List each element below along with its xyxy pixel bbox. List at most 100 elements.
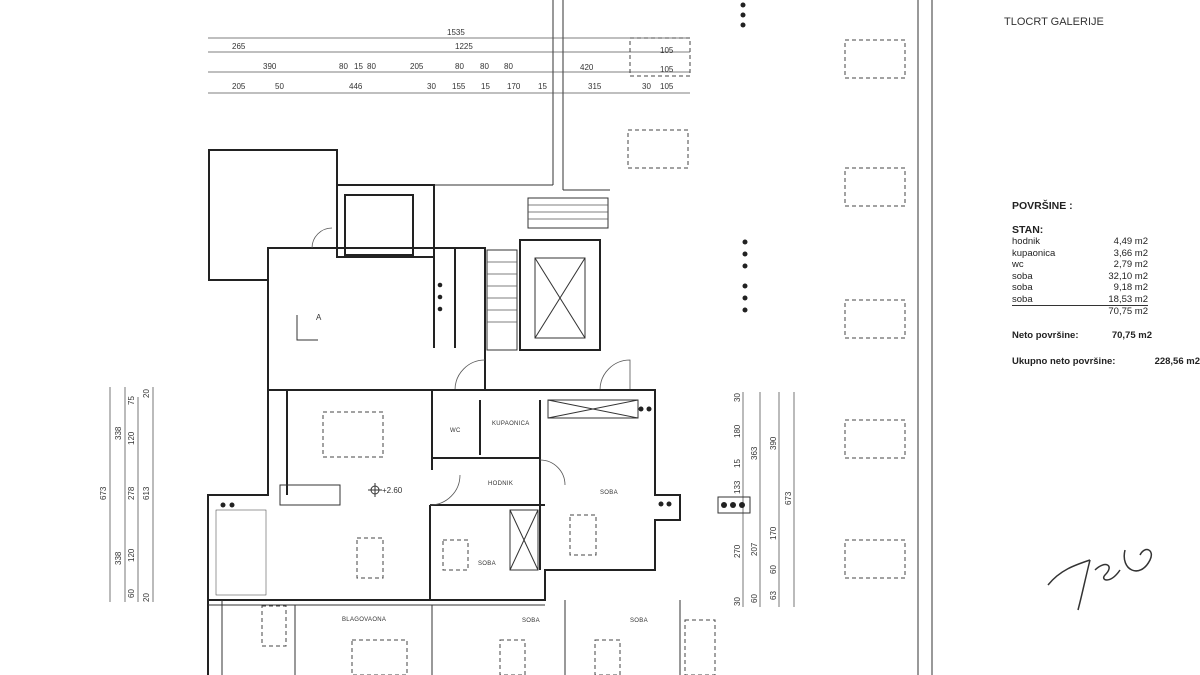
dim-label: 75 bbox=[127, 396, 136, 405]
dim-label: 30 bbox=[642, 82, 651, 91]
dim-label: 80 bbox=[504, 62, 513, 71]
dim-label: 120 bbox=[127, 431, 136, 445]
dim-label: 30 bbox=[733, 393, 742, 402]
dim-label: 207 bbox=[750, 542, 759, 556]
dim-label: 180 bbox=[733, 424, 742, 438]
dim-label: 105 bbox=[660, 65, 674, 74]
area-value: 2,79 m2 bbox=[1113, 259, 1148, 270]
area-sum-row: 70,75 m2 bbox=[1012, 306, 1148, 318]
dim-label: 170 bbox=[507, 82, 521, 91]
area-sum: 70,75 m2 bbox=[1108, 306, 1148, 317]
dim-label: 278 bbox=[127, 486, 136, 500]
dim-label: 265 bbox=[232, 42, 246, 51]
dim-label: 1225 bbox=[455, 42, 473, 51]
area-value: 32,10 m2 bbox=[1108, 270, 1148, 282]
dim-label: 60 bbox=[750, 594, 759, 603]
area-name: soba bbox=[1012, 293, 1033, 305]
room-label-room: SOBA bbox=[478, 561, 496, 567]
dim-label: 120 bbox=[127, 548, 136, 562]
area-value: 18,53 m2 bbox=[1108, 293, 1148, 305]
apartment-plan: WC KUPAONICA HODNIK SOBA SOBA +2.60 bbox=[207, 389, 681, 601]
total-row: Ukupno neto površine: 228,56 m2 bbox=[1012, 356, 1200, 368]
neto-row: Neto površine: 70,75 m2 bbox=[1012, 330, 1152, 342]
dim-label: 15 bbox=[733, 459, 742, 468]
area-name: soba bbox=[1012, 282, 1033, 293]
dim-label: 673 bbox=[784, 491, 793, 505]
level-label: +2.60 bbox=[382, 486, 403, 495]
dim-label: 390 bbox=[263, 62, 277, 71]
dim-label: 170 bbox=[769, 526, 778, 540]
upper-plan: A bbox=[208, 149, 631, 391]
area-value: 3,66 m2 bbox=[1113, 247, 1148, 259]
area-name: soba bbox=[1012, 270, 1033, 282]
area-name: wc bbox=[1012, 259, 1024, 270]
room-label-dining: BLAGOVAONA bbox=[342, 617, 386, 623]
top-dimensions: 1535 265 1225 105 390 80 15 80 205 80 80… bbox=[208, 28, 691, 94]
area-name: kupaonica bbox=[1012, 247, 1056, 259]
dim-label: 63 bbox=[769, 591, 778, 600]
dim-label: 270 bbox=[733, 544, 742, 558]
area-table: POVRŠINE : STAN: hodnik 4,49 m2 kupaonica… bbox=[1012, 200, 1200, 368]
area-value: 9,18 m2 bbox=[1113, 282, 1148, 293]
dim-label: 20 bbox=[142, 593, 151, 602]
total-label: Ukupno neto površine: bbox=[1012, 356, 1116, 367]
dim-label: 50 bbox=[275, 82, 284, 91]
area-row: soba 32,10 m2 bbox=[1012, 271, 1148, 283]
room-label-hallway: HODNIK bbox=[488, 481, 513, 487]
dim-label: 60 bbox=[769, 565, 778, 574]
dim-label: 20 bbox=[142, 389, 151, 398]
level-marker: +2.60 bbox=[368, 483, 403, 497]
dim-label: 338 bbox=[114, 551, 123, 565]
total-value: 228,56 m2 bbox=[1154, 356, 1200, 367]
area-row: hodnik 4,49 m2 bbox=[1012, 236, 1148, 248]
right-dimensions: 30 180 15 133 270 30 363 207 60 390 170 … bbox=[717, 392, 795, 607]
dim-label: 133 bbox=[733, 480, 742, 494]
area-row: soba 18,53 m2 bbox=[1012, 293, 1148, 306]
area-heading: POVRŠINE : bbox=[1012, 200, 1073, 212]
dim-label: 80 bbox=[480, 62, 489, 71]
area-row: wc 2,79 m2 bbox=[1012, 259, 1148, 271]
signature bbox=[1047, 548, 1152, 611]
room-label-bathroom: KUPAONICA bbox=[492, 421, 530, 427]
dim-label: 15 bbox=[354, 62, 363, 71]
neto-value: 70,75 m2 bbox=[1111, 329, 1152, 341]
dim-label: 673 bbox=[99, 486, 108, 500]
dim-label: 80 bbox=[455, 62, 464, 71]
dim-label: 315 bbox=[588, 82, 602, 91]
room-label-room: SOBA bbox=[522, 618, 540, 624]
dim-label: 390 bbox=[769, 436, 778, 450]
lower-plan: BLAGOVAONA SOBA SOBA bbox=[207, 600, 681, 675]
dim-label: 613 bbox=[142, 486, 151, 500]
dim-label: 60 bbox=[127, 589, 136, 598]
dim-label: 446 bbox=[349, 82, 363, 91]
area-row: soba 9,18 m2 bbox=[1012, 282, 1148, 294]
dim-label: 105 bbox=[660, 82, 674, 91]
dim-label: 155 bbox=[452, 82, 466, 91]
dim-label: 80 bbox=[339, 62, 348, 71]
drawing-title: TLOCRT GALERIJE bbox=[1004, 16, 1104, 28]
room-label-room: SOBA bbox=[600, 490, 618, 496]
room-label-wc: WC bbox=[450, 428, 461, 434]
dim-label: 30 bbox=[427, 82, 436, 91]
dim-label: 205 bbox=[232, 82, 246, 91]
dim-label: 15 bbox=[481, 82, 490, 91]
dim-label: 338 bbox=[114, 426, 123, 440]
area-group: STAN: bbox=[1012, 224, 1044, 236]
dim-label: 15 bbox=[538, 82, 547, 91]
dim-label: 205 bbox=[410, 62, 424, 71]
area-name: hodnik bbox=[1012, 236, 1040, 247]
dim-label: 420 bbox=[580, 63, 594, 72]
boundary-lines bbox=[337, 0, 933, 675]
dim-label: 30 bbox=[733, 597, 742, 606]
neighbor-outlines bbox=[627, 2, 906, 675]
neto-label: Neto površine: bbox=[1012, 329, 1079, 341]
dim-label: 363 bbox=[750, 446, 759, 460]
dim-label: 1535 bbox=[447, 28, 465, 37]
dim-label: 80 bbox=[367, 62, 376, 71]
room-label-room: SOBA bbox=[630, 618, 648, 624]
area-value: 4,49 m2 bbox=[1113, 236, 1148, 247]
area-row: kupaonica 3,66 m2 bbox=[1012, 248, 1148, 260]
left-dimensions: 673 338 278 338 75 120 120 60 20 613 20 bbox=[99, 387, 154, 602]
section-marker: A bbox=[316, 313, 322, 322]
